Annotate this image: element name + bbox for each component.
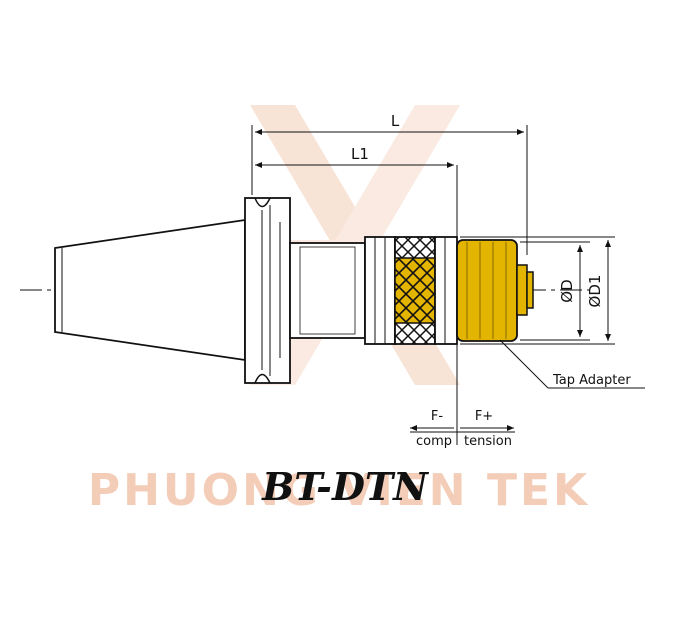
dim-L-label: L <box>391 112 400 130</box>
dimension-D: ØD <box>520 241 590 341</box>
dim-D1-label: ØD1 <box>586 275 604 308</box>
dim-L1-label: L1 <box>351 145 369 163</box>
force-minus-label: F- <box>431 409 443 424</box>
flange <box>244 197 291 384</box>
force-plus-label: F+ <box>475 409 493 424</box>
dimension-D1: ØD1 <box>460 236 615 345</box>
force-indicator: F- F+ comp tension <box>410 409 515 449</box>
dim-D-label: ØD <box>558 279 576 302</box>
compression-label: comp <box>416 434 452 449</box>
tap-adapter-callout: Tap Adapter <box>499 339 645 389</box>
drawing-title: BT-DTN <box>261 464 429 509</box>
tension-label: tension <box>464 434 512 449</box>
watermark-text: PHUONG VIEN TEK <box>88 465 590 516</box>
dimension-L: L <box>251 112 528 255</box>
tap-adapter-label: Tap Adapter <box>552 373 631 388</box>
dimension-L1: L1 <box>255 145 458 445</box>
tool-body <box>289 236 396 345</box>
taper-shank <box>54 218 246 362</box>
